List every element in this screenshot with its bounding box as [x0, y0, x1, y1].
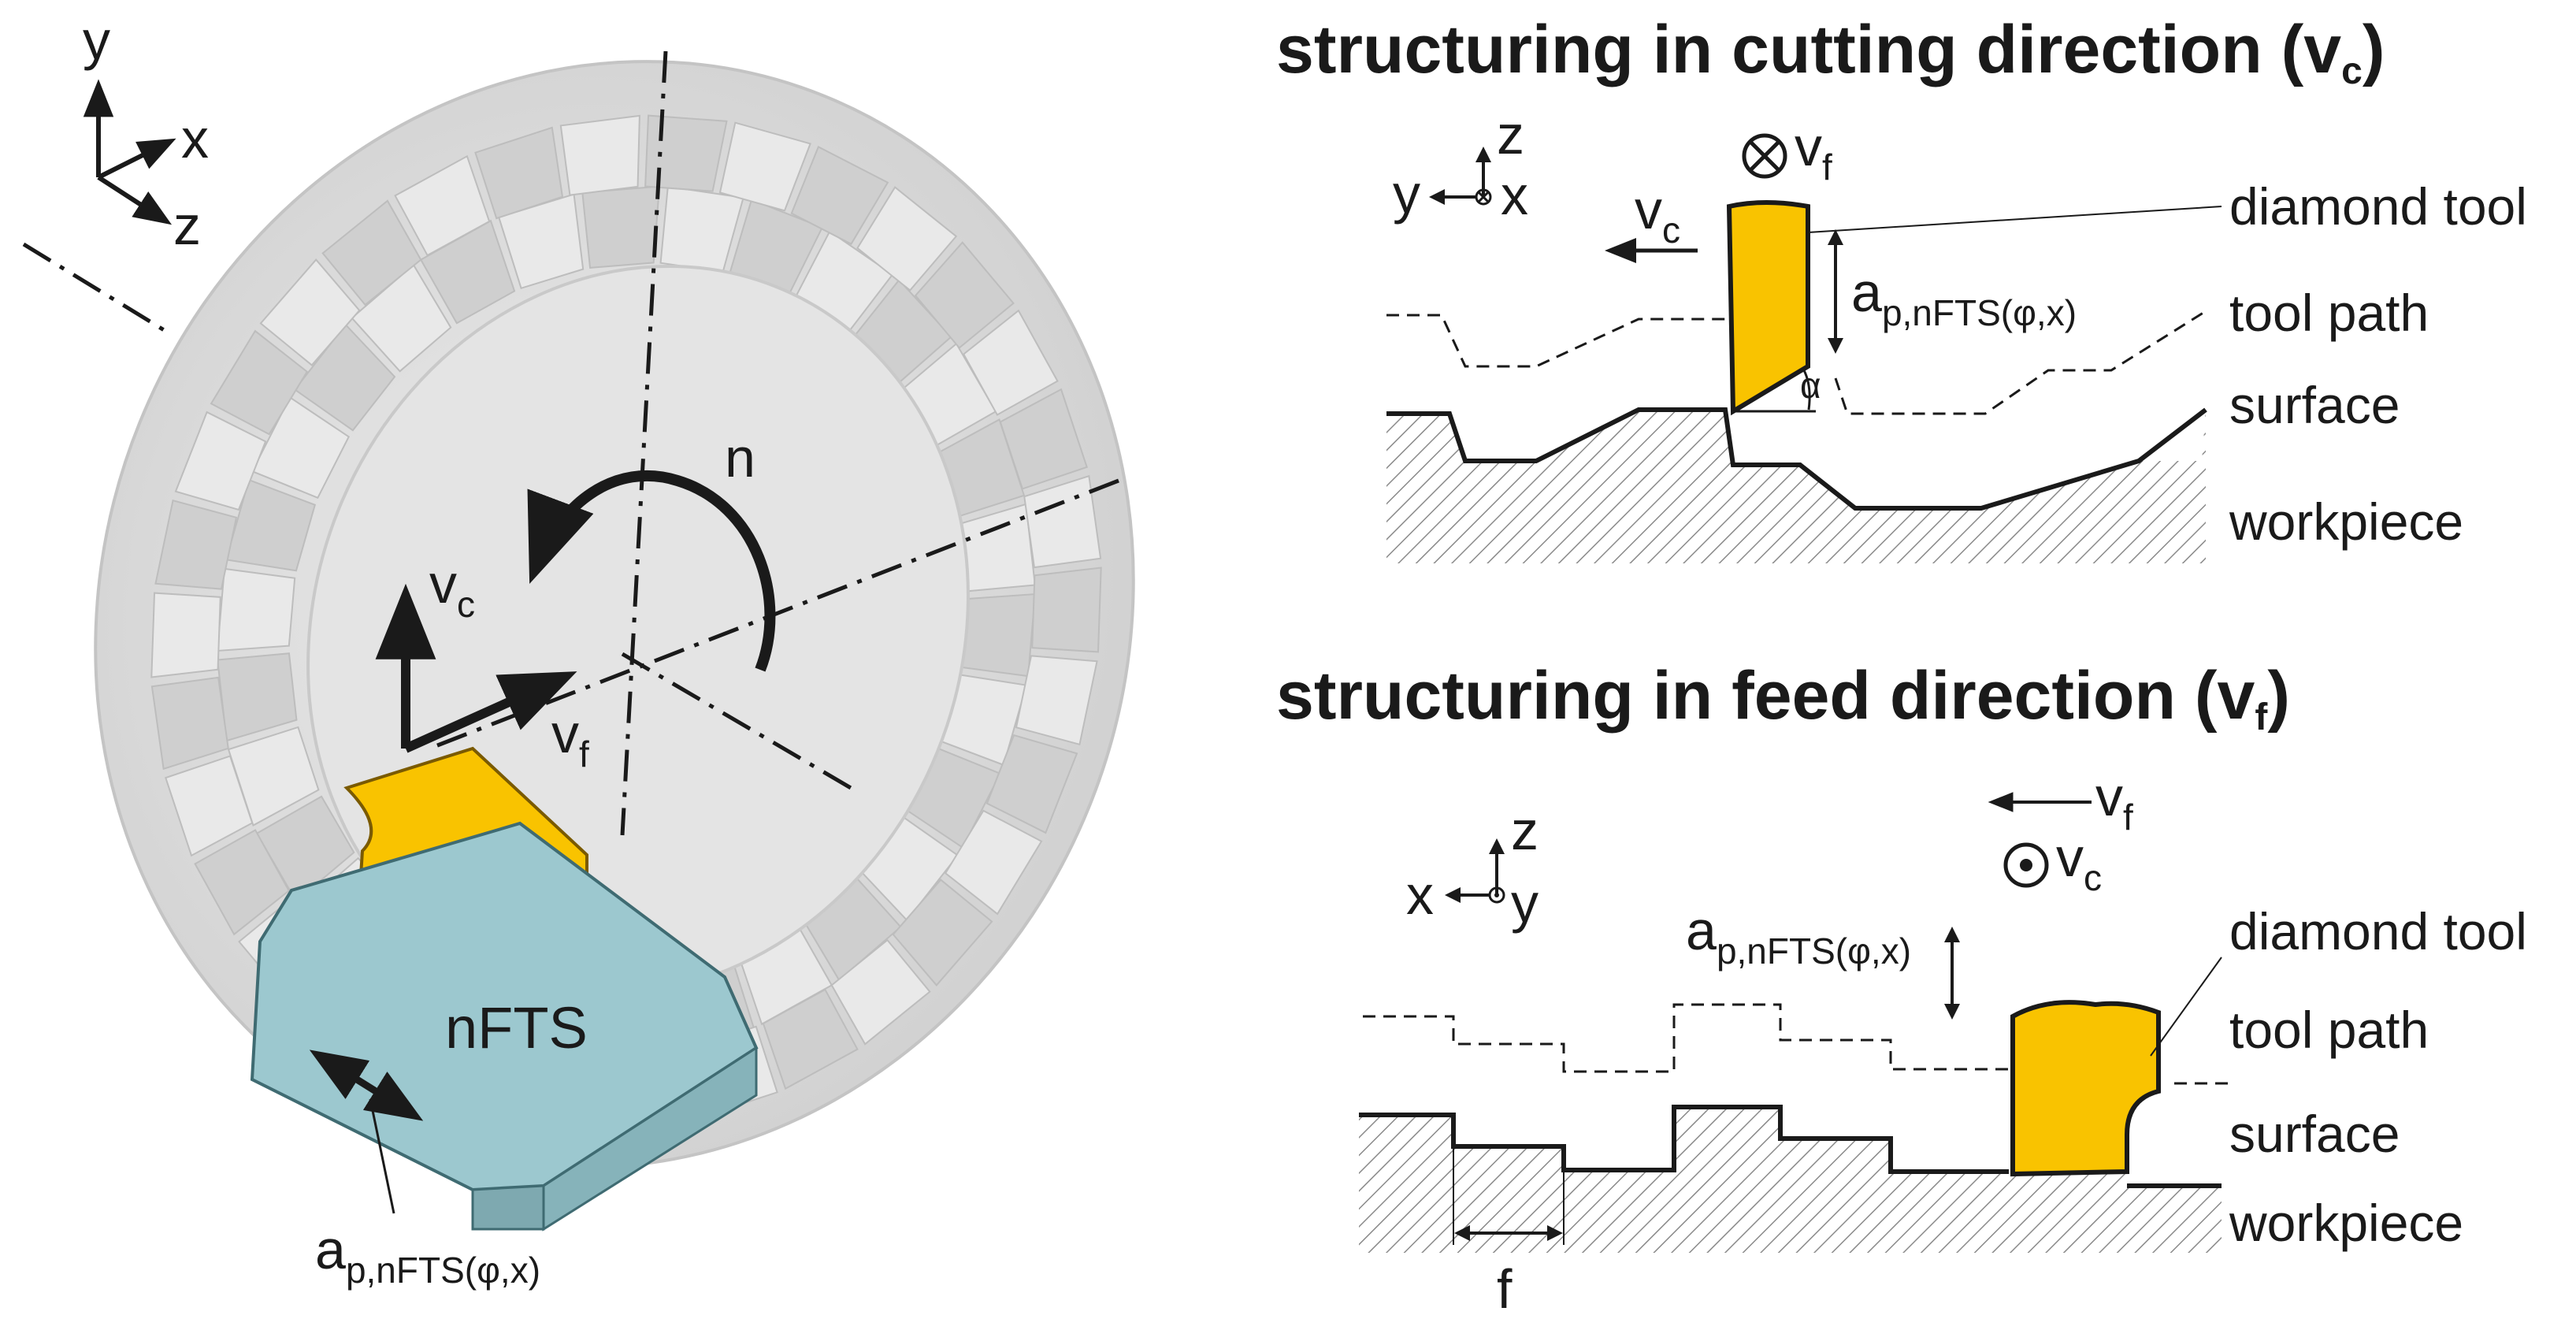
nfts-stroke-arrow [309, 1050, 424, 1121]
into-page-symbol [1742, 133, 1787, 179]
alpha-label: α [1800, 365, 1821, 406]
ring-block [150, 676, 229, 771]
ap-label-feed: ap,nFTS(φ,x) [1686, 900, 1911, 971]
ring-block [999, 388, 1088, 490]
vc-label: vc [429, 553, 475, 625]
svg-text:y: y [1393, 163, 1420, 225]
ring-block [644, 114, 728, 192]
vc-label-feed: vc [2056, 827, 2102, 898]
vf-arrow [403, 671, 577, 753]
rotation-label: n [725, 427, 755, 489]
ring-block [154, 499, 238, 590]
axes-feed: z x y [1406, 800, 1539, 934]
surface-feed [1359, 1105, 2222, 1188]
ap-label-cutting: ap,nFTS(φ,x) [1851, 262, 2077, 333]
diamond-tool-cutting [1726, 200, 1810, 416]
feed-label: f [1497, 1258, 1513, 1320]
ring-block [216, 567, 296, 652]
ring-block [259, 258, 361, 366]
ring-block [165, 755, 254, 857]
vf-label-feed: vf [2095, 766, 2133, 838]
svg-text:y: y [83, 9, 110, 71]
ring-block [227, 726, 320, 827]
label-surface-bottom: surface [2229, 1105, 2400, 1163]
ring-block [581, 185, 661, 269]
nfts-label: nFTS [445, 995, 588, 1061]
ring-block [321, 199, 422, 306]
svg-text:y: y [1511, 872, 1539, 934]
ring-block [914, 241, 1015, 349]
svg-text:z: z [1497, 104, 1524, 165]
title-feed: structuring in feed direction (vf) [1276, 658, 2290, 738]
axes-left: y x z [83, 9, 209, 256]
svg-text:x: x [1406, 864, 1434, 926]
svg-text:x: x [1501, 165, 1528, 226]
label-tool-path-top: tool path [2229, 284, 2429, 342]
workpiece-feed [1359, 1107, 2222, 1253]
label-diamond-tool-top: diamond tool [2229, 177, 2527, 236]
rotation-arrow [527, 470, 776, 672]
ap-label-left: ap,nFTS(φ,x) [315, 1219, 540, 1291]
ring-block [150, 592, 221, 678]
toolpath-feed [1363, 1003, 2229, 1085]
ring-block [944, 809, 1043, 916]
ring-block [394, 154, 491, 257]
vc-label-cutting: vc [1635, 179, 1680, 251]
diamond-tool-feed [2010, 1000, 2161, 1177]
axes-cutting: z y x [1393, 104, 1528, 226]
vf-label: vf [551, 703, 589, 775]
ring-block [985, 734, 1078, 834]
cutting-direction-panel: structuring in cutting direction (vc) α … [1276, 12, 2527, 563]
leaders-feed [2150, 957, 2222, 1057]
ring-block [474, 126, 564, 220]
label-tool-path-bottom: tool path [2229, 1001, 2429, 1059]
ring-block [1023, 474, 1102, 569]
svg-text:z: z [173, 195, 201, 256]
label-surface-top: surface [2229, 376, 2400, 434]
label-workpiece-top: workpiece [2229, 492, 2463, 551]
ring-block [210, 329, 309, 436]
ring-block [790, 146, 889, 246]
ap-leader [369, 1098, 395, 1214]
ring-block [559, 114, 640, 196]
ring-block [856, 186, 958, 292]
toolpath-cutting [1386, 310, 2207, 415]
ring-block [830, 938, 931, 1046]
ring-block [892, 879, 993, 986]
ring-block [1015, 655, 1098, 746]
label-workpiece-bottom: workpiece [2229, 1194, 2463, 1252]
ring-block [174, 411, 267, 511]
title-cutting: structuring in cutting direction (vc) [1276, 12, 2385, 92]
svg-text:x: x [181, 108, 209, 169]
label-diamond-tool-bottom: diamond tool [2229, 902, 2527, 960]
disk-illustration: n vc vf nFTS ap,nFTS(φ,x) y x [22, 9, 1135, 1291]
workpiece-cutting [1386, 410, 2206, 563]
ring-block [718, 121, 811, 212]
svg-text:z: z [1511, 800, 1539, 861]
ring-block [962, 309, 1059, 416]
nfts-actuator: nFTS [250, 821, 759, 1232]
out-of-page-symbol [2003, 842, 2049, 888]
surface-cutting [1386, 407, 2207, 511]
feed-direction-panel: structuring in feed direction (vf) ap,nF… [1276, 658, 2527, 1320]
leaders-cutting [1807, 206, 2222, 233]
ring-block [762, 988, 859, 1090]
ring-block [194, 829, 291, 936]
ring-block [419, 219, 516, 325]
ring-block [1031, 567, 1102, 653]
vf-label-cutting: vf [1795, 116, 1832, 188]
